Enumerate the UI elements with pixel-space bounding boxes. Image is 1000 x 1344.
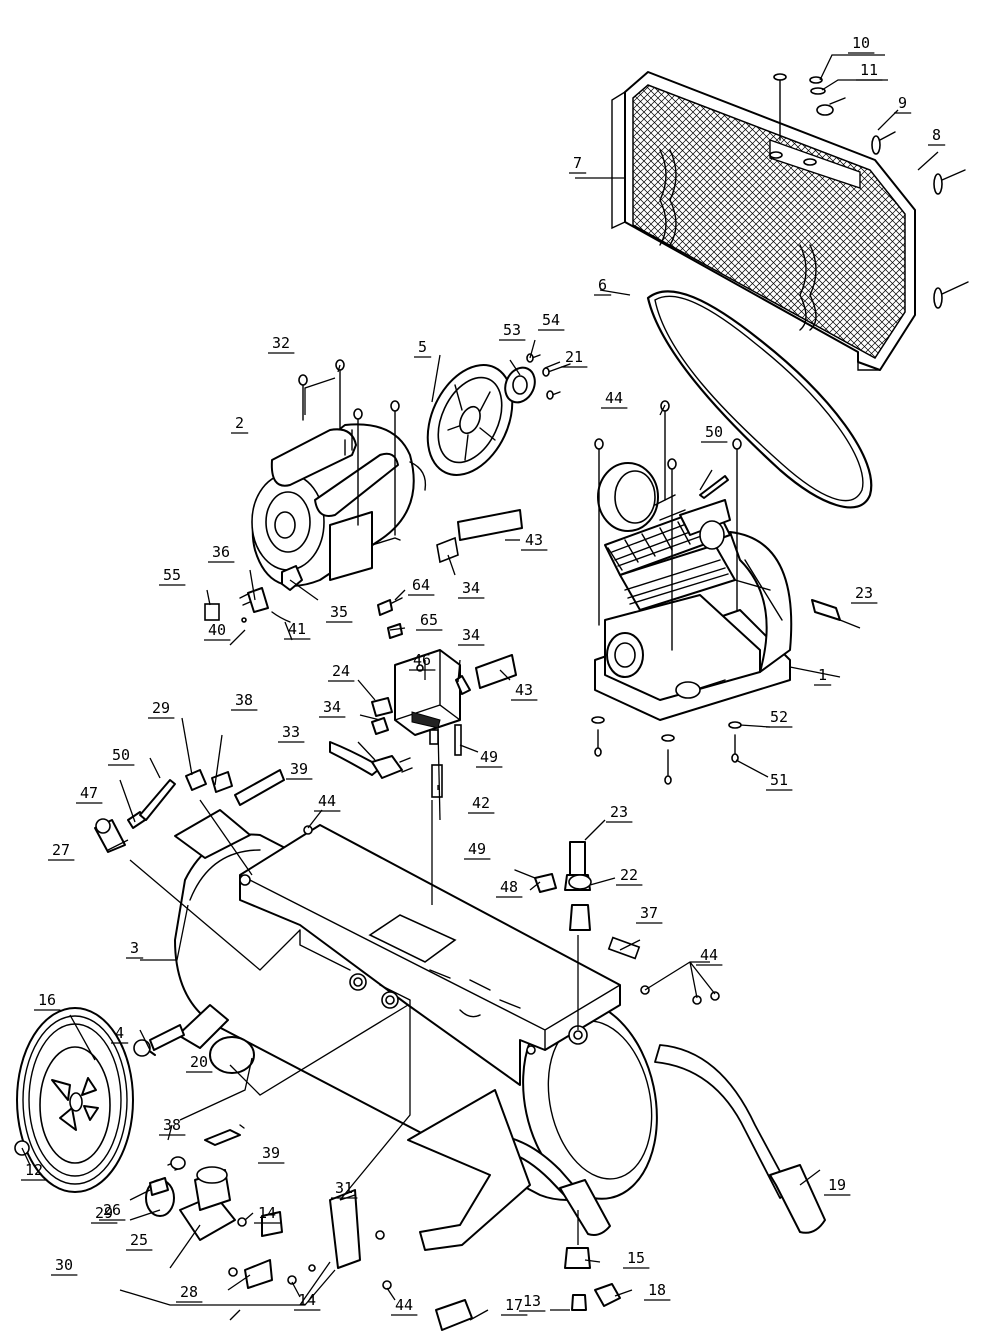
callout-38: 38 [235, 691, 253, 709]
tank-frame-plate [239, 824, 621, 1086]
callout-33: 33 [282, 723, 300, 741]
callout-26: 26 [103, 1201, 121, 1219]
callout-6: 6 [598, 276, 607, 294]
callout-17: 17 [505, 1296, 523, 1314]
callout-15: 15 [627, 1249, 645, 1267]
callout-2: 2 [235, 414, 244, 432]
callout-7: 7 [573, 154, 582, 172]
callout-3: 3 [130, 939, 139, 957]
callout-55: 55 [163, 566, 181, 584]
callout-41: 41 [288, 620, 306, 638]
callout-44: 44 [700, 946, 718, 964]
tank-foot-bracket [174, 809, 531, 1251]
compressor-pump [594, 462, 793, 721]
callout-4: 4 [115, 1024, 124, 1042]
callout-39: 39 [262, 1144, 280, 1162]
callout-42: 42 [472, 794, 490, 812]
wheel [14, 1007, 185, 1193]
callout-46: 46 [413, 651, 431, 669]
motor-bolts [298, 359, 400, 536]
regulator-assembly [145, 1124, 392, 1290]
callout-10: 10 [852, 34, 870, 52]
callout-50: 50 [705, 423, 723, 441]
callout-18: 18 [648, 1281, 666, 1299]
callout-48: 48 [500, 878, 518, 896]
callout-21: 21 [565, 348, 583, 366]
callout-43: 43 [515, 681, 533, 699]
callout-25: 25 [130, 1231, 148, 1249]
callout-44: 44 [605, 389, 623, 407]
callout-31: 31 [335, 1179, 353, 1197]
callout-49: 49 [468, 840, 486, 858]
callout-19: 19 [828, 1176, 846, 1194]
callout-22: 22 [620, 866, 638, 884]
callout-44: 44 [395, 1296, 413, 1314]
callout-27: 27 [52, 841, 70, 859]
callout-53: 53 [503, 321, 521, 339]
callout-29: 29 [152, 699, 170, 717]
callout-38: 38 [163, 1116, 181, 1134]
air-tank [174, 833, 658, 1201]
callout-12: 12 [25, 1161, 43, 1179]
callout-51: 51 [770, 771, 788, 789]
callout-52: 52 [770, 708, 788, 726]
check-valve [431, 764, 592, 931]
callout-64: 64 [412, 576, 430, 594]
callout-37: 37 [640, 904, 658, 922]
callout-23: 23 [610, 803, 628, 821]
callout-28: 28 [180, 1283, 198, 1301]
callout-32: 32 [272, 334, 290, 352]
callout-34: 34 [323, 698, 341, 716]
callout-5: 5 [418, 338, 427, 356]
pulley-bushing [504, 353, 571, 404]
callout-50: 50 [112, 746, 130, 764]
callout-20: 20 [190, 1053, 208, 1071]
v-belt [646, 290, 873, 509]
leader-lines [21, 54, 939, 1321]
callout-36: 36 [212, 543, 230, 561]
callout-16: 16 [38, 991, 56, 1009]
underlines [21, 52, 946, 1316]
callout-23: 23 [855, 584, 873, 602]
callout-43: 43 [525, 531, 543, 549]
guard-fasteners [773, 73, 969, 309]
callout-24: 24 [332, 662, 350, 680]
callout-35: 35 [330, 603, 348, 621]
callout-34: 34 [462, 579, 480, 597]
callout-34: 34 [462, 626, 480, 644]
callout-9: 9 [898, 94, 907, 112]
callout-44: 44 [318, 792, 336, 810]
callout-65: 65 [420, 611, 438, 629]
callout-30: 30 [55, 1256, 73, 1274]
callout-14: 14 [258, 1204, 276, 1222]
callout-54: 54 [542, 311, 560, 329]
motor-wiring [204, 509, 523, 639]
motor [251, 423, 427, 587]
callouts: 1234567891011121314141516171819202122232… [25, 34, 941, 1314]
safety-valve-fittings [94, 769, 720, 1005]
callout-1: 1 [818, 666, 827, 684]
callout-49: 49 [480, 748, 498, 766]
motor-pulley [426, 364, 514, 476]
callout-14: 14 [298, 1291, 316, 1309]
drain-fittings [435, 1247, 621, 1331]
callout-13: 13 [523, 1292, 541, 1310]
callout-40: 40 [208, 621, 226, 639]
callout-8: 8 [932, 126, 941, 144]
callout-39: 39 [290, 760, 308, 778]
belt-guard [611, 71, 916, 371]
callout-29: 29 [95, 1204, 113, 1222]
callout-11: 11 [860, 61, 878, 79]
callout-47: 47 [80, 784, 98, 802]
